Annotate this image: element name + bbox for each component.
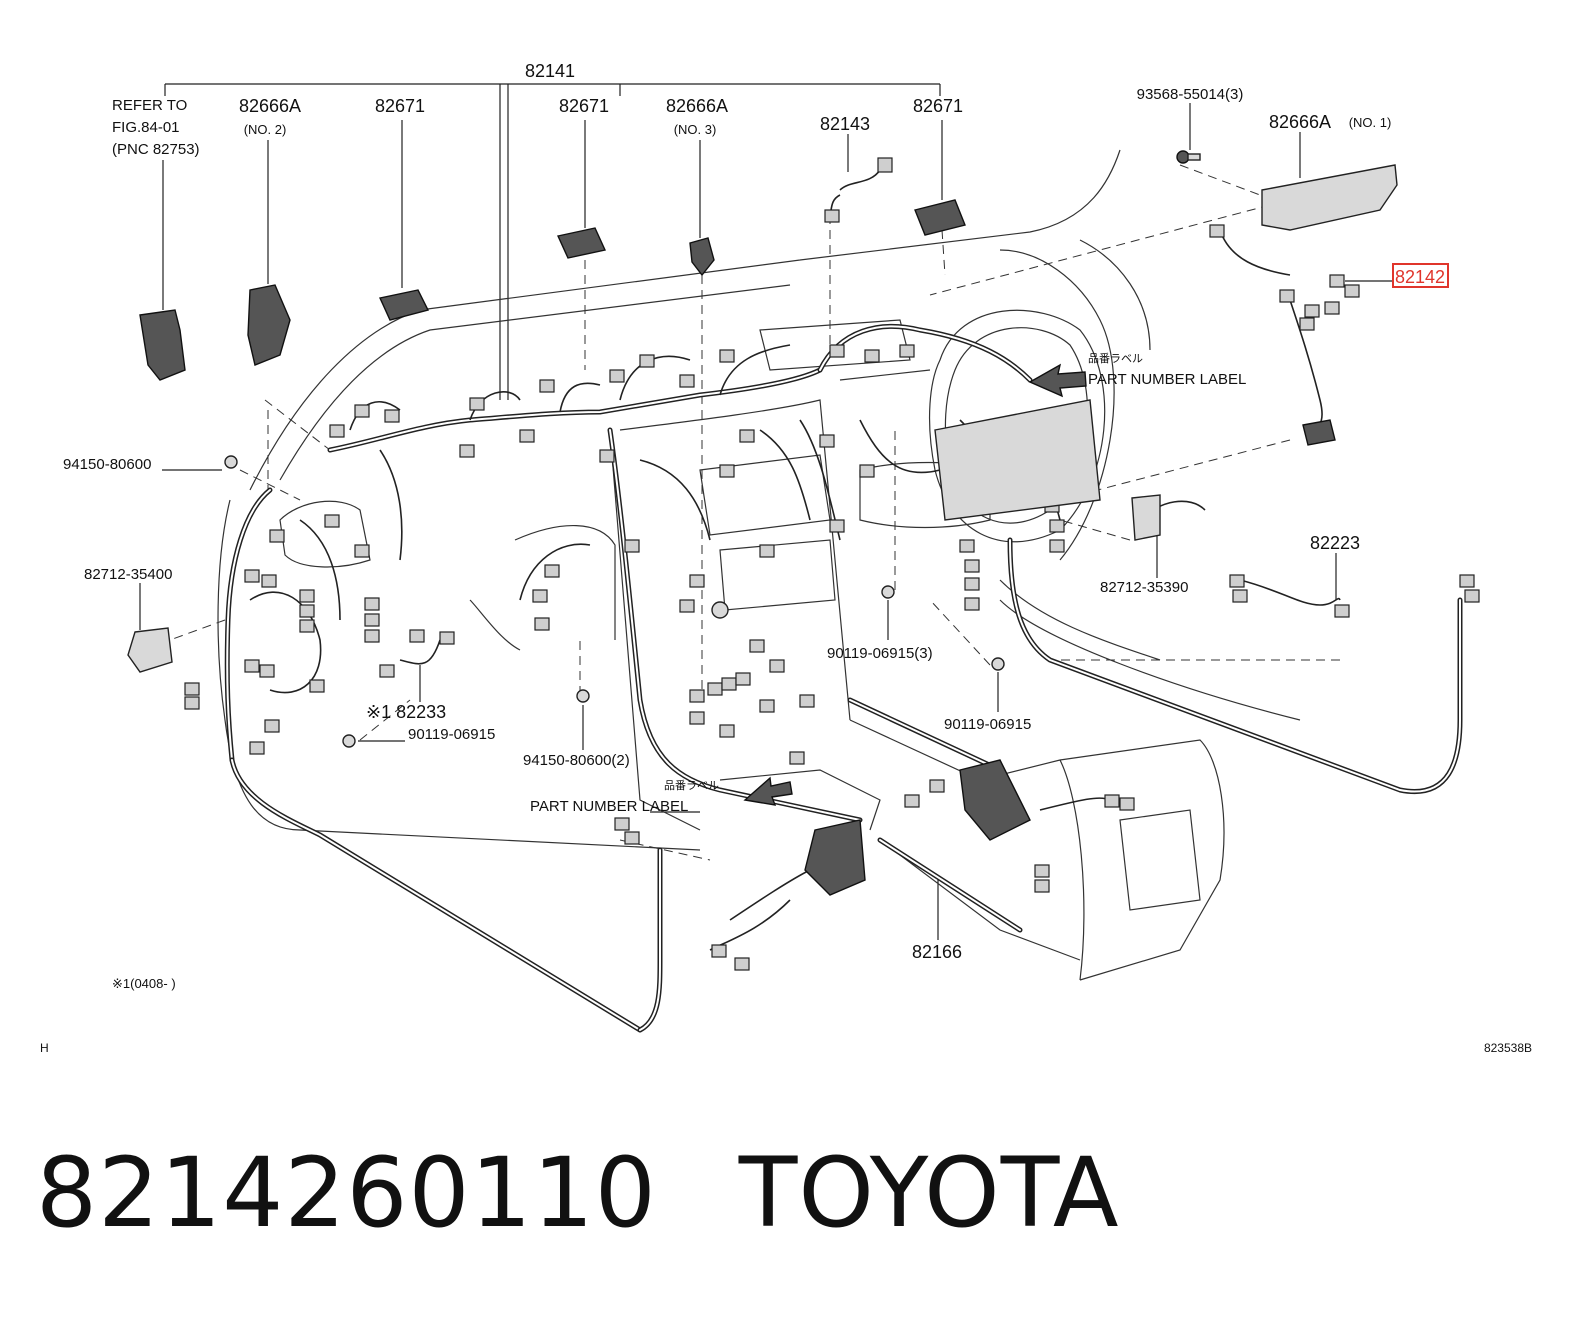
label-no2: (NO. 2)	[244, 122, 287, 137]
leader-lines	[139, 83, 1393, 940]
part-caption: 8214260110 TOYOTA	[36, 1118, 1120, 1268]
module-lower-icon	[804, 819, 866, 896]
label-94150-2: 94150-80600(2)	[523, 752, 630, 769]
label-part-number-lower: PART NUMBER LABEL	[530, 798, 688, 815]
label-note-1: ※1(0408- )	[112, 976, 176, 991]
wiring-harness-diagram: 82141 REFER TO FIG.84-01 (PNC 82753) 826…	[40, 61, 1532, 1055]
bracket-82666a-no2-icon	[247, 284, 291, 366]
label-82233: ※1 82233	[366, 702, 446, 722]
bracket-82666a-no1-icon	[1261, 164, 1398, 231]
label-82671-c: 82671	[913, 96, 963, 116]
bolt-93568-icon	[1176, 150, 1201, 164]
assembly-dashed-lines	[169, 164, 1340, 861]
label-82712-35400: 82712-35400	[84, 566, 172, 583]
label-82666a-no3: 82666A	[666, 96, 728, 116]
vehicle-body-outline	[217, 149, 1301, 981]
label-refer-2: FIG.84-01	[112, 119, 180, 136]
label-jp-lower: 品番ラベル	[664, 779, 719, 792]
label-82666a-no1: 82666A	[1269, 112, 1331, 132]
label-90119-3: 90119-06915(3)	[827, 645, 933, 662]
part-illustrations	[127, 150, 1398, 896]
bracket-82712-35400-icon	[127, 627, 173, 673]
module-right-icon	[959, 759, 1031, 841]
part-labels: 82141 REFER TO FIG.84-01 (PNC 82753) 826…	[40, 61, 1532, 1055]
part-label-arrow-lower-icon	[743, 776, 793, 806]
label-refer-3: (PNC 82753)	[112, 141, 200, 158]
label-corner-left: H	[40, 1041, 49, 1055]
cover-82671-left-icon	[379, 289, 430, 321]
label-90119-c: 90119-06915	[408, 726, 495, 743]
label-refer-1: REFER TO	[112, 97, 187, 114]
bracket-82712-35390-icon	[1131, 494, 1161, 541]
part-number: 8214260110	[36, 1137, 657, 1249]
part-label-arrow-upper-icon	[1028, 363, 1087, 398]
screw-90119-c-icon	[342, 734, 356, 748]
label-corner-right: 823538B	[1484, 1041, 1532, 1055]
main-harness-82141	[224, 323, 1463, 1033]
label-no3: (NO. 3)	[674, 122, 717, 137]
label-90119-b: 90119-06915	[944, 716, 1031, 733]
connector-82753-icon	[139, 309, 186, 381]
label-94150-a: 94150-80600	[63, 456, 151, 473]
label-82671-b: 82671	[559, 96, 609, 116]
label-82671-a: 82671	[375, 96, 425, 116]
label-82712-35390: 82712-35390	[1100, 579, 1188, 596]
label-82666a-no2: 82666A	[239, 96, 301, 116]
clip-94150-b-icon	[576, 689, 590, 703]
label-93568: 93568-55014(3)	[1137, 86, 1244, 103]
grommet-center-icon	[711, 601, 729, 619]
clip-82666a-no3-icon	[689, 237, 715, 277]
junction-block-icon	[934, 399, 1101, 521]
grommet-82142-icon	[1302, 419, 1336, 446]
brand-name: TOYOTA	[738, 1137, 1120, 1249]
label-82143: 82143	[820, 114, 870, 134]
highlight-82142-box	[1392, 263, 1449, 288]
cover-82671-right-icon	[914, 199, 966, 236]
cover-82671-mid-icon	[557, 227, 606, 259]
label-82142: 82142	[1395, 267, 1445, 287]
label-no1: (NO. 1)	[1349, 115, 1392, 130]
screw-90119-icon	[881, 585, 895, 599]
branch-wires	[249, 169, 1341, 951]
label-82223: 82223	[1310, 533, 1360, 553]
label-82141: 82141	[525, 61, 575, 81]
clip-94150-icon	[224, 455, 238, 469]
label-82166: 82166	[912, 942, 962, 962]
harness-connectors	[184, 157, 1480, 971]
label-jp-upper: 品番ラベル	[1088, 352, 1143, 365]
screw-90119-b-icon	[991, 657, 1005, 671]
label-part-number-upper: PART NUMBER LABEL	[1088, 371, 1246, 388]
